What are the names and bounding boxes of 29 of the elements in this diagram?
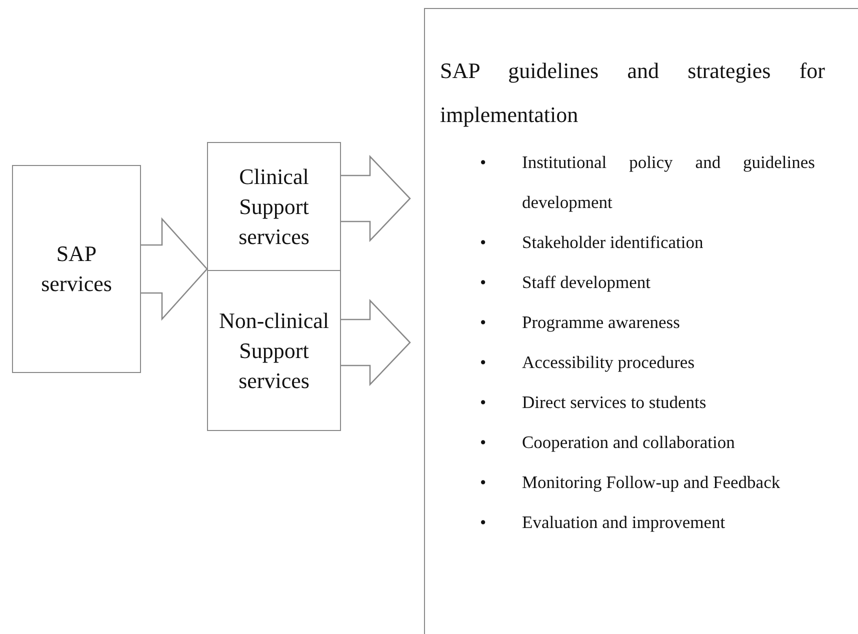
- bullet-mark: •: [480, 312, 486, 332]
- bullet-item: Direct services to students: [522, 391, 708, 414]
- bullet-item: Programme awareness: [522, 311, 681, 334]
- bullet-item: Institutional policy and guidelines development: [522, 151, 815, 214]
- process-box: [207, 270, 341, 431]
- bullet-mark: •: [480, 352, 486, 372]
- bullet-item: Cooperation and collaboration: [522, 431, 736, 454]
- bullet-mark: •: [480, 232, 486, 252]
- block-arrow: [340, 154, 411, 242]
- panel-heading: SAP guidelines and strategies for implementation: [440, 57, 825, 129]
- bullet-mark: •: [480, 272, 486, 292]
- box-label: Clinical Support services: [238, 162, 310, 250]
- bullet-item: Stakeholder identification: [522, 231, 704, 254]
- process-box: [207, 142, 341, 271]
- bullet-mark: •: [480, 392, 486, 412]
- bullet-mark: •: [480, 152, 486, 172]
- block-arrow: [140, 217, 208, 321]
- block-arrow: [340, 298, 411, 386]
- bullet-item: Evaluation and improvement: [522, 511, 726, 534]
- bullet-item: Accessibility procedures: [522, 351, 696, 374]
- box-label: SAP services: [40, 240, 113, 298]
- process-box: [12, 165, 141, 373]
- text-panel: [424, 8, 858, 634]
- box-label: Non-clinical Support services: [218, 306, 330, 394]
- bullet-item: Monitoring Follow-up and Feedback: [522, 471, 782, 494]
- bullet-mark: •: [480, 512, 486, 532]
- bullet-mark: •: [480, 432, 486, 452]
- bullet-mark: •: [480, 472, 486, 492]
- bullet-item: Staff development: [522, 271, 652, 294]
